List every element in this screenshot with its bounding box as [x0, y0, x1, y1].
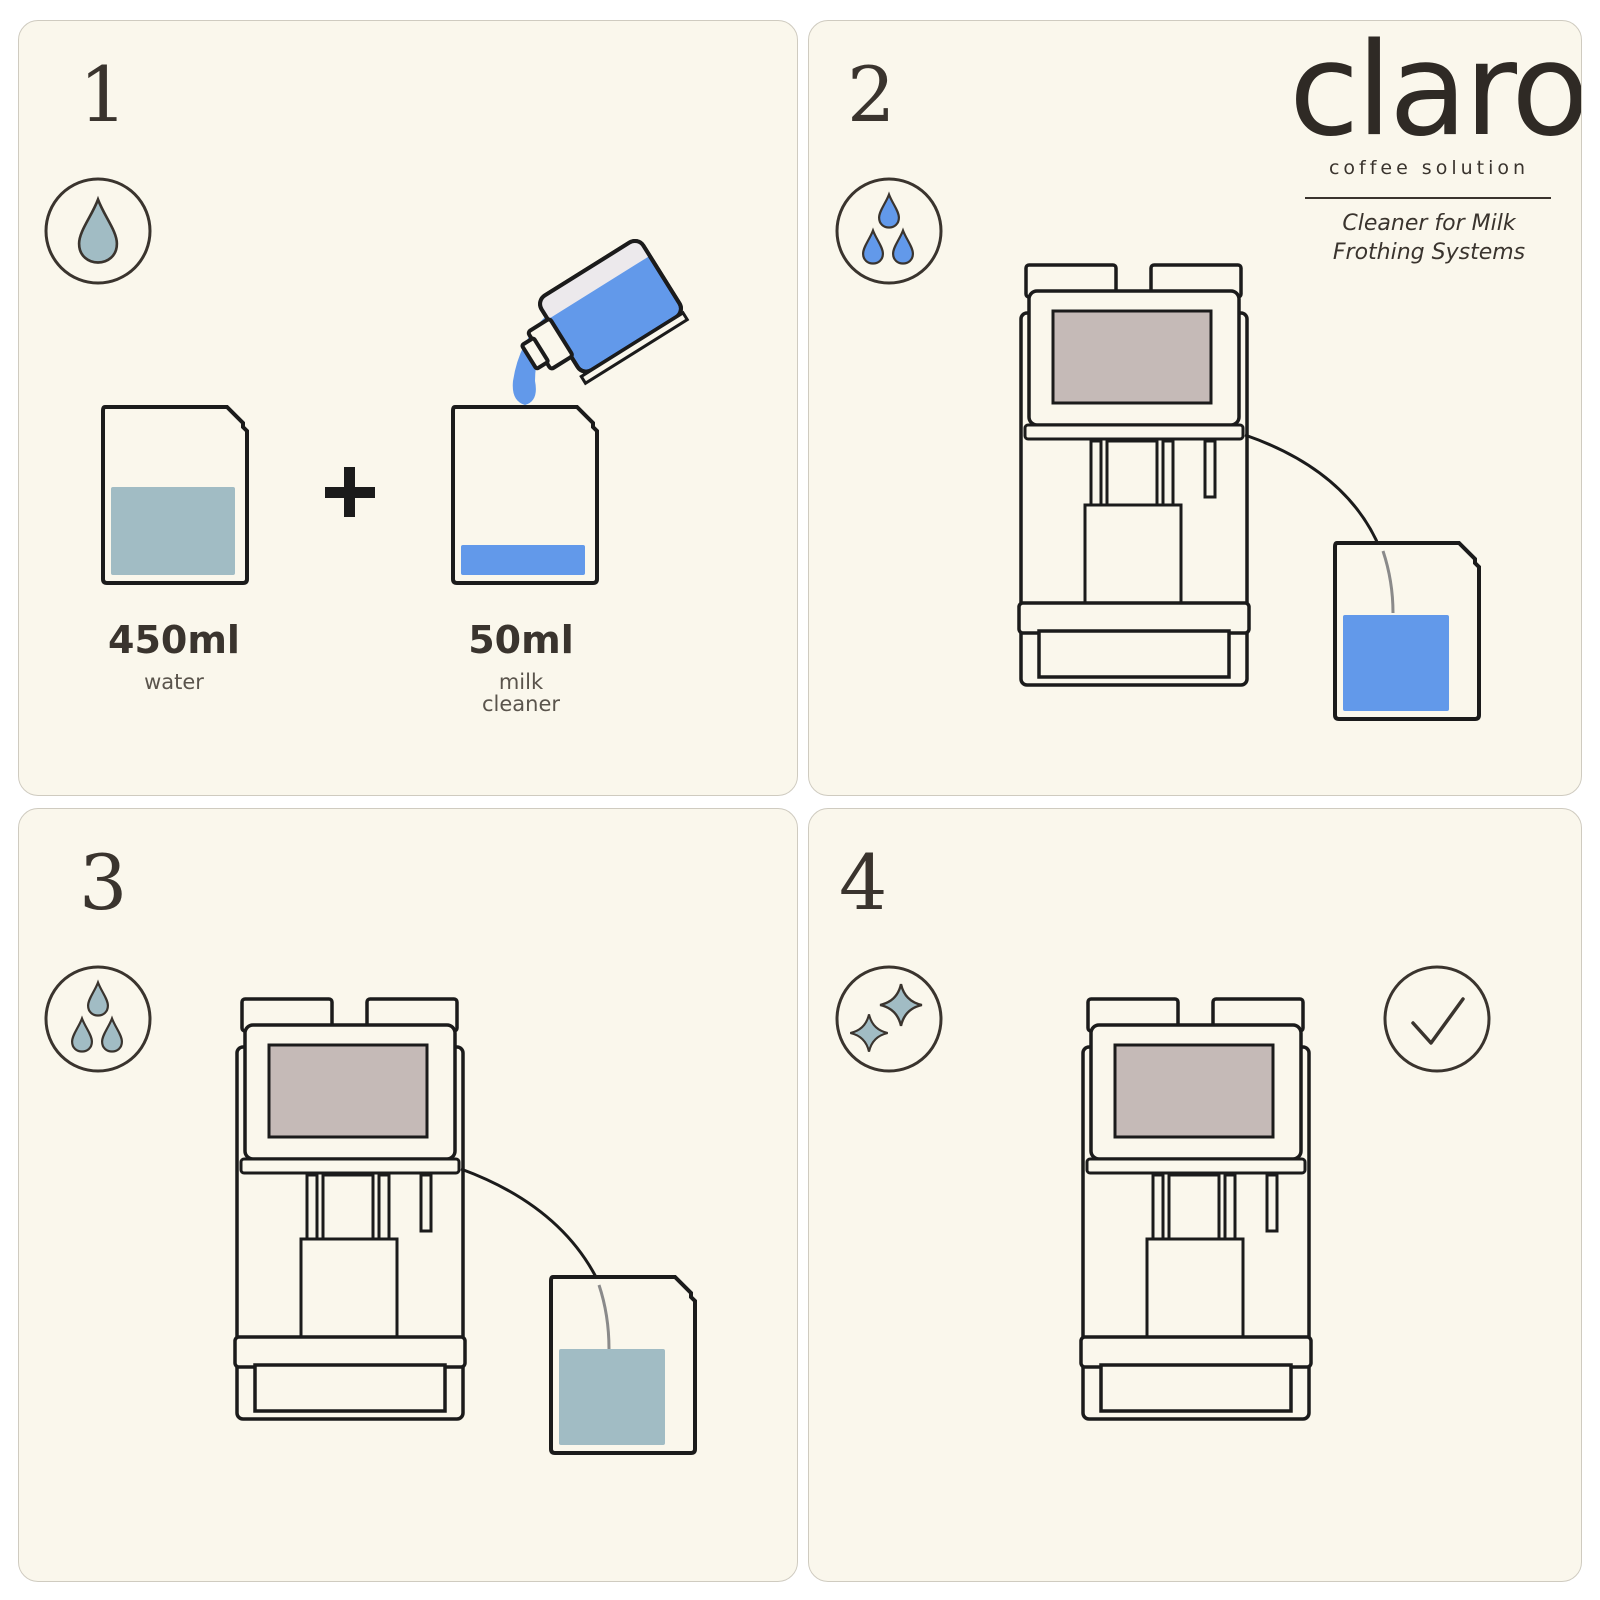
cleaning-jug	[1333, 541, 1481, 721]
step-number: 3	[79, 838, 128, 927]
step-4-panel: 4	[808, 808, 1582, 1582]
sparkles-icon	[835, 965, 943, 1073]
step-2-illustration	[835, 177, 1481, 721]
step-1-illustration	[44, 177, 690, 585]
step-1-panel: 1 450ml	[18, 20, 798, 796]
rinse-jug	[549, 1275, 697, 1455]
milk-tube	[460, 1167, 599, 1280]
step-number: 2	[847, 50, 896, 139]
step-4-illustration	[835, 965, 1491, 1421]
cleaner-label: milk cleaner	[481, 670, 561, 716]
water-jug	[101, 405, 249, 585]
coffee-machine	[1017, 263, 1251, 687]
milk-tube	[1244, 433, 1383, 552]
cleaner-jug	[451, 405, 599, 585]
brand-tagline: coffee solution	[1328, 157, 1530, 179]
cleaner-bottle	[520, 238, 690, 386]
coffee-machine	[233, 997, 467, 1421]
three-drops-icon	[44, 965, 152, 1073]
cleaner-amount: 50ml	[468, 618, 574, 662]
coffee-machine	[1079, 997, 1313, 1421]
intake-straw	[1381, 550, 1395, 614]
plus-icon	[325, 467, 375, 517]
single-drop-icon	[44, 177, 152, 285]
brand-logo-text: claro	[1289, 20, 1582, 165]
water-amount: 450ml	[108, 618, 240, 662]
brand-divider	[1305, 197, 1551, 199]
water-label: water	[144, 670, 204, 694]
intake-straw	[597, 1284, 611, 1350]
step-number: 4	[839, 838, 888, 927]
checkmark-icon	[1383, 965, 1491, 1073]
step-2-panel: 2 claro coffee solution Cleaner for Milk…	[808, 20, 1582, 796]
three-drops-icon	[835, 177, 943, 285]
step-number: 1	[79, 50, 128, 139]
product-name: Cleaner for Milk Frothing Systems	[1332, 211, 1526, 265]
step-3-illustration	[44, 965, 697, 1455]
step-3-panel: 3	[18, 808, 798, 1582]
